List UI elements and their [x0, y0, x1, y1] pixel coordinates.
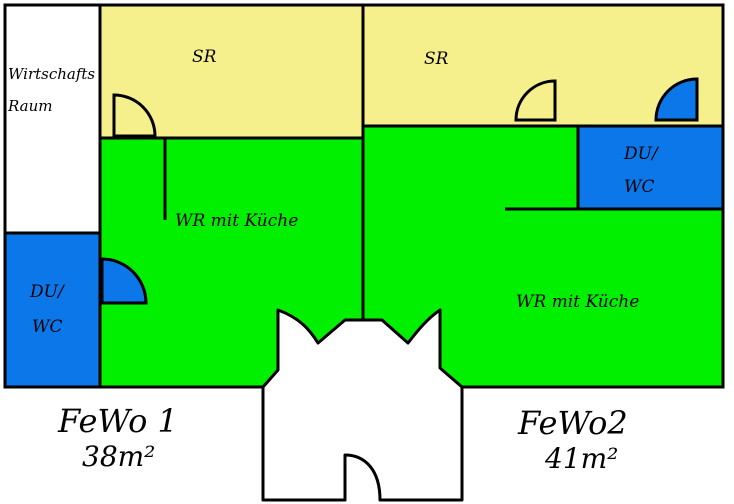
utility-room — [3, 3, 102, 235]
unit1-area: 38m² — [82, 440, 155, 473]
unit1-name: FeWo 1 — [57, 402, 178, 440]
unit2-living-room-label: WR mit Küche — [516, 292, 639, 312]
entrance-hallway — [261, 308, 464, 502]
unit1-bathroom-label-line2: WC — [32, 317, 62, 337]
unit1-bathroom-label-line1: DU/ — [29, 282, 66, 302]
unit2-bathroom-label-line2: WC — [624, 177, 654, 197]
unit1-sleeping-room-label: SR — [192, 47, 217, 67]
unit2-bathroom — [576, 124, 725, 211]
unit1-bedroom-door — [112, 93, 157, 138]
unit1-bathroom — [3, 231, 102, 389]
utility-room-label-line1: Wirtschafts — [8, 65, 95, 83]
unit2-sleeping-room-label: SR — [424, 49, 449, 69]
utility-room-label-line2: Raum — [7, 97, 52, 115]
unit2-bedroom-door — [514, 79, 557, 122]
unit2-area: 41m² — [544, 442, 618, 475]
unit2-bathroom-label-line1: DU/ — [623, 144, 660, 164]
unit2-bath-door — [654, 77, 699, 122]
unit2-name: FeWo2 — [517, 404, 628, 442]
unit1-living-room-label: WR mit Küche — [175, 211, 298, 231]
unit1-bath-door — [100, 257, 148, 305]
